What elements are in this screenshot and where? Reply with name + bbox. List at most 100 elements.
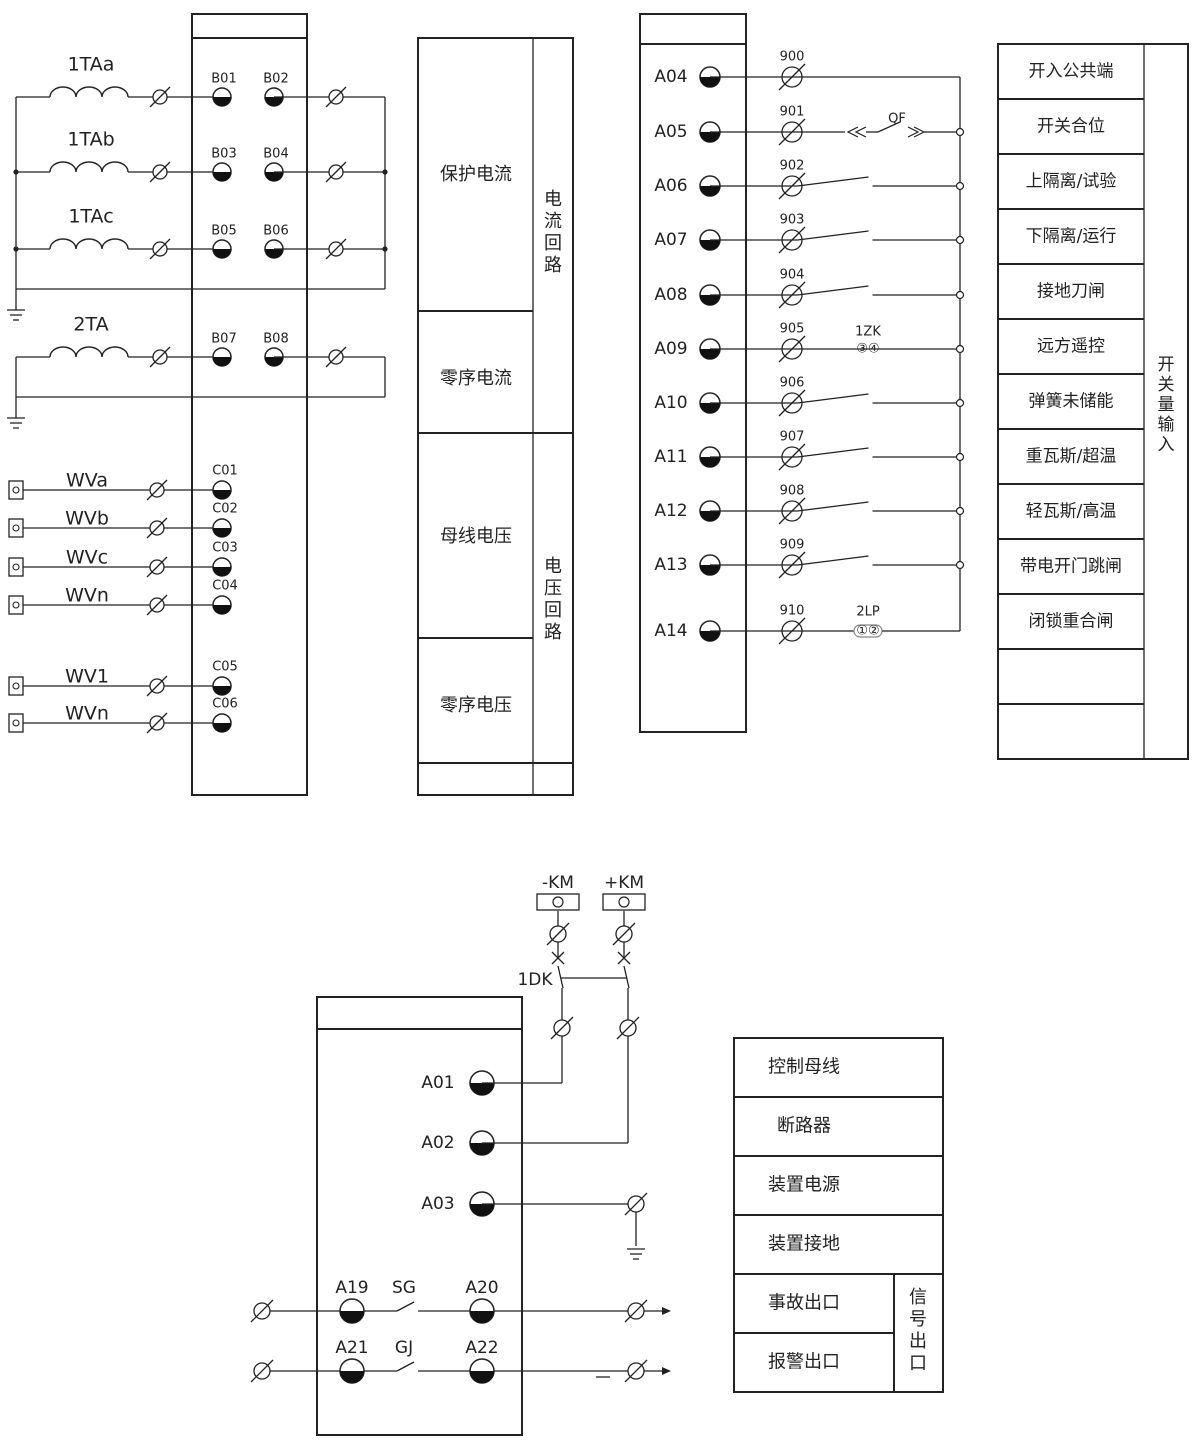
neg-km-terminal-icon bbox=[536, 893, 580, 911]
out-terminal-label: A22 bbox=[465, 1338, 498, 1358]
ct-terminal-B07 bbox=[212, 347, 232, 367]
di-terminal-label: A12 bbox=[654, 501, 687, 521]
junction-open-dot bbox=[955, 235, 965, 245]
power-terminal-label: A01 bbox=[421, 1073, 454, 1093]
ct-terminal-label: B04 bbox=[263, 147, 288, 162]
dk-link-icon bbox=[616, 1016, 640, 1040]
breaker-x-icon bbox=[551, 951, 565, 965]
analog-group-current-char: 电 bbox=[544, 189, 562, 210]
relay-contact-icon bbox=[364, 1301, 470, 1312]
arrow-right-icon bbox=[662, 1307, 671, 1315]
junction-dot bbox=[382, 246, 388, 252]
junction-open-dot bbox=[955, 290, 965, 300]
pt-label: WVc bbox=[66, 547, 108, 569]
di-table-group-label-char: 入 bbox=[1158, 435, 1175, 455]
lp-contacts-label: ①② bbox=[856, 624, 879, 639]
pt-label: WVn bbox=[65, 585, 109, 607]
ct-terminal-B01 bbox=[212, 87, 232, 107]
ct-terminal-block bbox=[191, 13, 308, 796]
di-terminal-label: A04 bbox=[654, 67, 687, 87]
di-wire-number: 906 bbox=[780, 376, 805, 391]
pt-label: WVn bbox=[65, 703, 109, 725]
analog-table bbox=[417, 37, 574, 796]
ctrl-table-row-label: 装置接地 bbox=[768, 1234, 840, 1255]
out-link-icon bbox=[250, 1359, 274, 1383]
pt-terminal-C06 bbox=[212, 713, 232, 733]
pt-terminal-C02 bbox=[212, 518, 232, 538]
arrow-right-icon bbox=[662, 1367, 671, 1375]
ct-link-icon bbox=[149, 161, 171, 183]
pt-terminal-C05 bbox=[212, 676, 232, 696]
ctrl-table-group-label-char: 出 bbox=[909, 1331, 927, 1352]
junction-open-dot bbox=[955, 344, 965, 354]
dk-link-icon bbox=[550, 1016, 574, 1040]
junction-open-dot bbox=[955, 452, 965, 462]
ctrl-table-row-label: 事故出口 bbox=[768, 1293, 840, 1314]
sg-label: SG bbox=[392, 1278, 416, 1298]
pt-square-terminal-icon bbox=[8, 595, 24, 615]
pos-km-label: +KM bbox=[604, 873, 644, 893]
di-table-row-label: 下隔离/运行 bbox=[1026, 227, 1117, 247]
ct-terminal-label: B06 bbox=[263, 224, 288, 239]
ct-terminal-B03 bbox=[212, 162, 232, 182]
power-terminal-block bbox=[316, 996, 523, 1436]
di-wire-number: 905 bbox=[780, 322, 805, 337]
analog-group-voltage-char: 压 bbox=[544, 578, 562, 599]
pt-link-icon bbox=[146, 517, 168, 539]
zk-contacts-label: ③④ bbox=[856, 342, 879, 357]
analog-group-voltage-char: 电 bbox=[544, 556, 562, 577]
pt-link-icon bbox=[146, 675, 168, 697]
di-table-row-label: 闭锁重合闸 bbox=[1029, 612, 1114, 632]
di-wire-number: 903 bbox=[780, 213, 805, 228]
pt-terminal-label: C06 bbox=[212, 697, 238, 712]
dk-label: 1DK bbox=[517, 970, 553, 990]
di-wire-number: 907 bbox=[780, 430, 805, 445]
km-link-icon bbox=[546, 922, 570, 946]
di-input-contact bbox=[710, 447, 960, 458]
out-link-icon bbox=[250, 1299, 274, 1323]
ct-link-icon bbox=[325, 238, 347, 260]
out-link-icon bbox=[624, 1299, 648, 1323]
pt-terminal-C01 bbox=[212, 480, 232, 500]
di-input-contact bbox=[710, 176, 960, 187]
ct-link-icon bbox=[325, 346, 347, 368]
di-table-row-label: 重瓦斯/超温 bbox=[1026, 447, 1117, 467]
analog-row-label: 零序电压 bbox=[440, 695, 512, 716]
ct-coil-icon bbox=[49, 86, 129, 98]
relay-contact-icon bbox=[364, 1361, 470, 1372]
di-wire-number: 901 bbox=[780, 105, 805, 120]
ct-terminal-B05 bbox=[212, 239, 232, 259]
ct-link-icon bbox=[149, 346, 171, 368]
di-terminal-label: A09 bbox=[654, 339, 687, 359]
ct-coil-label: 1TAb bbox=[67, 129, 114, 151]
di-table-row-label: 接地刀闸 bbox=[1037, 282, 1105, 302]
di-wire-number: 902 bbox=[780, 159, 805, 174]
ct-terminal-label: B02 bbox=[263, 72, 288, 87]
di-table-row-label: 上隔离/试验 bbox=[1026, 172, 1117, 192]
ct-terminal-label: B07 bbox=[211, 332, 236, 347]
di-terminal-block bbox=[639, 13, 747, 733]
di-table-row-label: 开关合位 bbox=[1037, 117, 1105, 137]
power-terminal-label: A02 bbox=[421, 1133, 454, 1153]
junction-open-dot bbox=[955, 127, 965, 137]
analog-row-label: 母线电压 bbox=[440, 526, 512, 547]
ct-terminal-label: B03 bbox=[211, 147, 236, 162]
di-table-group-label-char: 量 bbox=[1158, 395, 1175, 415]
ctrl-table-row-label: 装置电源 bbox=[768, 1175, 840, 1196]
ct-link-icon bbox=[149, 238, 171, 260]
pt-link-icon bbox=[146, 479, 168, 501]
ctrl-table-group-label-char: 号 bbox=[909, 1309, 927, 1330]
di-table-row-label: 轻瓦斯/高温 bbox=[1026, 502, 1117, 522]
lp-label: 2LP bbox=[856, 605, 880, 620]
out-terminal-A21 bbox=[339, 1358, 365, 1384]
ct-coil-icon bbox=[49, 346, 129, 358]
pt-link-icon bbox=[146, 594, 168, 616]
ct-link-icon bbox=[325, 86, 347, 108]
ct-terminal-label: B08 bbox=[263, 332, 288, 347]
di-table-row-label: 带电开门跳闸 bbox=[1020, 557, 1122, 577]
pt-link-icon bbox=[146, 556, 168, 578]
di-input-contact bbox=[710, 285, 960, 296]
out-terminal-A19 bbox=[339, 1298, 365, 1324]
di-wire-number: 908 bbox=[780, 484, 805, 499]
di-wire-number: 909 bbox=[780, 538, 805, 553]
